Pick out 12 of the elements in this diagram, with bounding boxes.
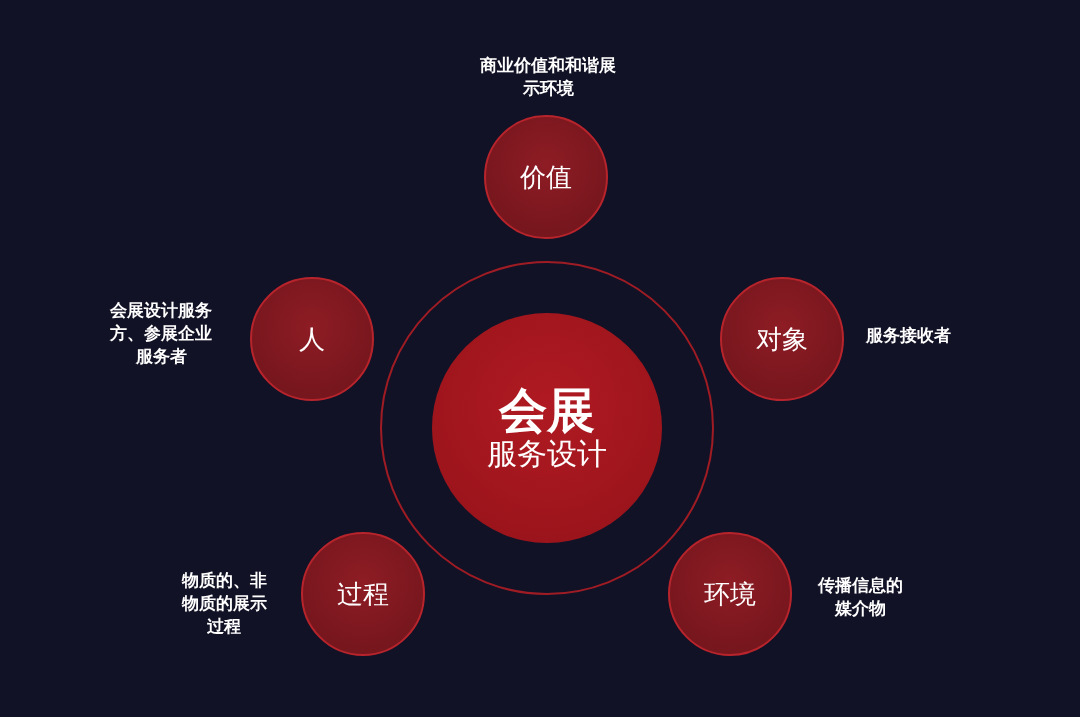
node-label: 对象 xyxy=(756,324,808,354)
description-text: 服务接收者 xyxy=(866,324,952,347)
description-text: 物质的、非物质的展示过程 xyxy=(180,569,268,638)
description-text: 传播信息的媒介物 xyxy=(816,574,904,620)
node-label: 人 xyxy=(299,324,325,354)
node-label: 环境 xyxy=(704,579,756,609)
title-text: 会展 xyxy=(499,383,595,437)
description-text: 商业价值和和谐展示环境 xyxy=(479,54,617,100)
description-text: 会展设计服务方、参展企业服务者 xyxy=(109,299,213,368)
node-label: 价值 xyxy=(520,162,572,192)
node-label: 过程 xyxy=(337,579,389,609)
subtitle-text: 服务设计 xyxy=(487,436,607,473)
